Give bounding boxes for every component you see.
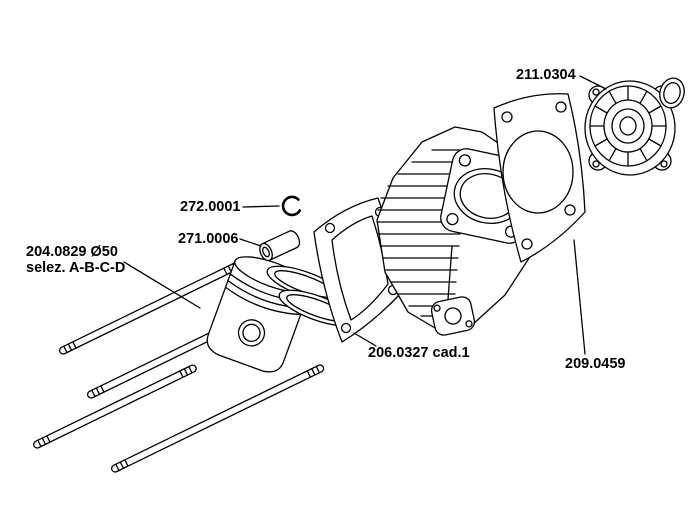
stud-bolt-drawing-3 <box>32 364 197 449</box>
part-label-piston-pin: 271.0006 <box>178 231 239 247</box>
leader-lines <box>123 75 607 355</box>
part-label-piston: 204.0829 Ø50 selez. A-B-C-D <box>26 244 125 276</box>
stud-bolt-drawing-4 <box>110 364 325 473</box>
stud-bolt-drawing-1 <box>58 261 241 355</box>
part-label-circlip: 272.0001 <box>180 199 241 215</box>
part-label-base-gasket: 206.0327 cad.1 <box>368 345 470 361</box>
part-label-piston-size: 204.0829 Ø50 <box>26 244 118 260</box>
head-gasket-drawing <box>493 93 586 263</box>
cylinder-drawing <box>376 126 539 336</box>
part-label-head: 211.0304 <box>516 67 576 83</box>
part-label-piston-selection: selez. A-B-C-D <box>26 260 126 276</box>
part-label-head-gasket: 209.0459 <box>565 356 626 372</box>
o-ring-drawing <box>659 77 685 109</box>
circlip-drawing <box>281 195 302 217</box>
piston-pin-drawing <box>259 230 301 262</box>
